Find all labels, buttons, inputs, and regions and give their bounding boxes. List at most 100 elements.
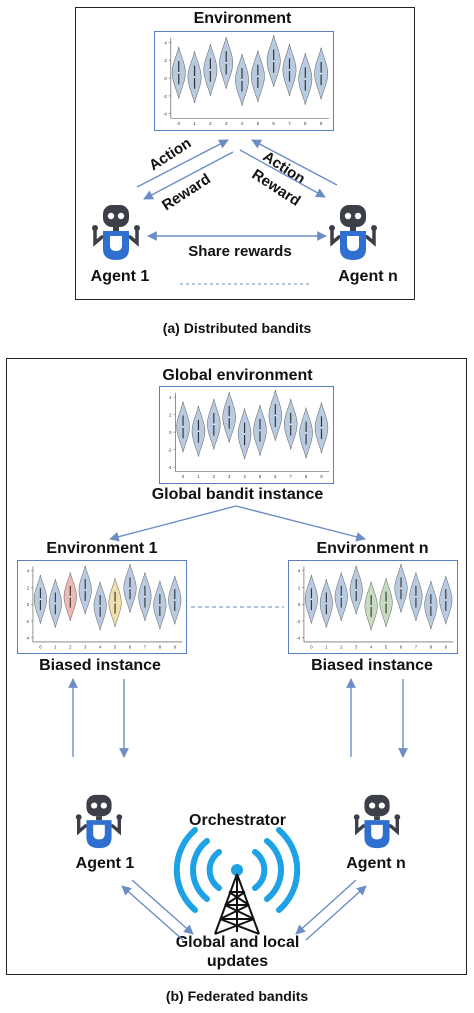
- x-tick-label: 3: [225, 121, 228, 126]
- violin-median-0: [177, 71, 180, 74]
- y-tick-label: -4: [296, 636, 300, 641]
- panel-a-frame: [75, 7, 415, 300]
- x-tick-label: 6: [274, 474, 277, 479]
- panel-b-frame: [6, 358, 467, 975]
- agent-n-label-a: Agent n: [338, 268, 398, 285]
- y-tick-label: -4: [163, 112, 167, 117]
- x-tick-label: 8: [430, 644, 433, 649]
- violin-median-0: [310, 598, 313, 601]
- x-tick-label: 9: [174, 644, 177, 649]
- violin-median-2: [209, 69, 212, 71]
- agent-1-robot-icon: [89, 203, 143, 263]
- x-tick-label: 4: [99, 644, 102, 649]
- environment-1-title: Environment 1: [46, 540, 158, 557]
- violin-median-8: [304, 78, 307, 80]
- violin-median-9: [320, 426, 323, 429]
- x-tick-label: 2: [340, 644, 343, 649]
- caption-b: (b) Federated bandits: [165, 988, 309, 1004]
- y-tick-label: 4: [169, 395, 172, 400]
- x-tick-label: 5: [257, 121, 260, 126]
- x-tick-label: 1: [197, 474, 200, 479]
- violin-median-7: [288, 69, 291, 71]
- violin-median-5: [256, 75, 259, 78]
- violin-median-3: [228, 416, 231, 419]
- y-tick-label: 0: [164, 76, 167, 81]
- violin-median-0: [182, 426, 184, 428]
- violin-median-6: [129, 587, 131, 590]
- y-tick-label: 4: [164, 40, 167, 45]
- x-tick-label: 6: [272, 121, 275, 126]
- violin-median-2: [340, 595, 343, 598]
- x-tick-label: 7: [415, 644, 418, 649]
- violin-median-9: [444, 599, 447, 601]
- share-rewards-label: Share rewards: [188, 243, 292, 260]
- x-tick-label: 6: [129, 644, 132, 649]
- violin-median-8: [305, 432, 307, 434]
- violin-median-7: [415, 595, 417, 598]
- violin-median-3: [355, 589, 358, 591]
- y-tick-label: -2: [168, 448, 172, 453]
- y-tick-label: 4: [27, 569, 30, 574]
- updates-label-line1: Global and local: [175, 934, 300, 951]
- x-tick-label: 8: [159, 644, 162, 649]
- caption-a: (a) Distributed bandits: [162, 320, 312, 336]
- agent-1-label-a: Agent 1: [90, 268, 150, 285]
- y-tick-label: 2: [164, 58, 167, 63]
- violin-median-3: [225, 61, 228, 64]
- violin-median-5: [114, 601, 116, 604]
- environment-violin-plot: 4 2 0 -2 -4 0 1 2 3 4 5 6 7 8 9: [154, 31, 334, 131]
- violin-median-6: [272, 60, 275, 62]
- x-tick-label: 3: [84, 644, 87, 649]
- x-tick-label: 2: [209, 121, 212, 126]
- violin-median-6: [400, 587, 402, 590]
- violin-median-2: [212, 423, 215, 426]
- x-tick-label: 5: [114, 644, 117, 649]
- x-tick-label: 7: [288, 121, 291, 126]
- violin-median-3: [84, 589, 87, 591]
- x-tick-label: 0: [310, 644, 313, 649]
- violin-median-6: [274, 414, 277, 417]
- x-tick-label: 9: [320, 121, 323, 126]
- agent-1-robot-icon-b: [72, 793, 126, 851]
- biased-instance-n-label: Biased instance: [311, 657, 433, 674]
- violin-median-2: [69, 595, 72, 598]
- x-tick-label: 4: [370, 644, 373, 649]
- x-tick-label: 0: [177, 121, 180, 126]
- x-tick-label: 7: [290, 474, 293, 479]
- violin-median-7: [289, 423, 292, 426]
- y-tick-label: 0: [169, 430, 172, 435]
- violin-median-0: [39, 598, 42, 601]
- y-tick-label: -2: [25, 619, 29, 624]
- x-tick-label: 1: [325, 644, 328, 649]
- y-tick-label: 2: [27, 585, 30, 590]
- x-tick-label: 8: [305, 474, 308, 479]
- y-tick-label: -2: [163, 94, 167, 99]
- violin-median-4: [370, 605, 372, 607]
- x-tick-label: 5: [259, 474, 262, 479]
- violin-median-1: [325, 602, 328, 605]
- violin-median-8: [159, 604, 161, 606]
- agent-n-robot-icon-b: [350, 793, 404, 851]
- x-tick-label: 5: [385, 644, 388, 649]
- agent-1-label-b: Agent 1: [75, 855, 135, 872]
- x-tick-label: 4: [241, 121, 244, 126]
- x-tick-label: 9: [445, 644, 448, 649]
- y-tick-label: -4: [168, 465, 172, 470]
- violin-median-4: [243, 433, 246, 435]
- violin-median-7: [144, 595, 146, 598]
- x-tick-label: 1: [193, 121, 196, 126]
- y-tick-label: -4: [25, 636, 29, 641]
- violin-median-1: [54, 602, 57, 605]
- violin-median-9: [173, 599, 176, 601]
- x-tick-label: 3: [228, 474, 231, 479]
- y-tick-label: -2: [296, 619, 300, 624]
- violin-median-9: [320, 72, 323, 75]
- x-tick-label: 8: [304, 121, 307, 126]
- x-tick-label: 9: [320, 474, 323, 479]
- x-tick-label: 2: [213, 474, 216, 479]
- violin-median-1: [193, 76, 196, 79]
- agent-n-robot-icon: [326, 203, 380, 263]
- environment-n-title: Environment n: [316, 540, 429, 557]
